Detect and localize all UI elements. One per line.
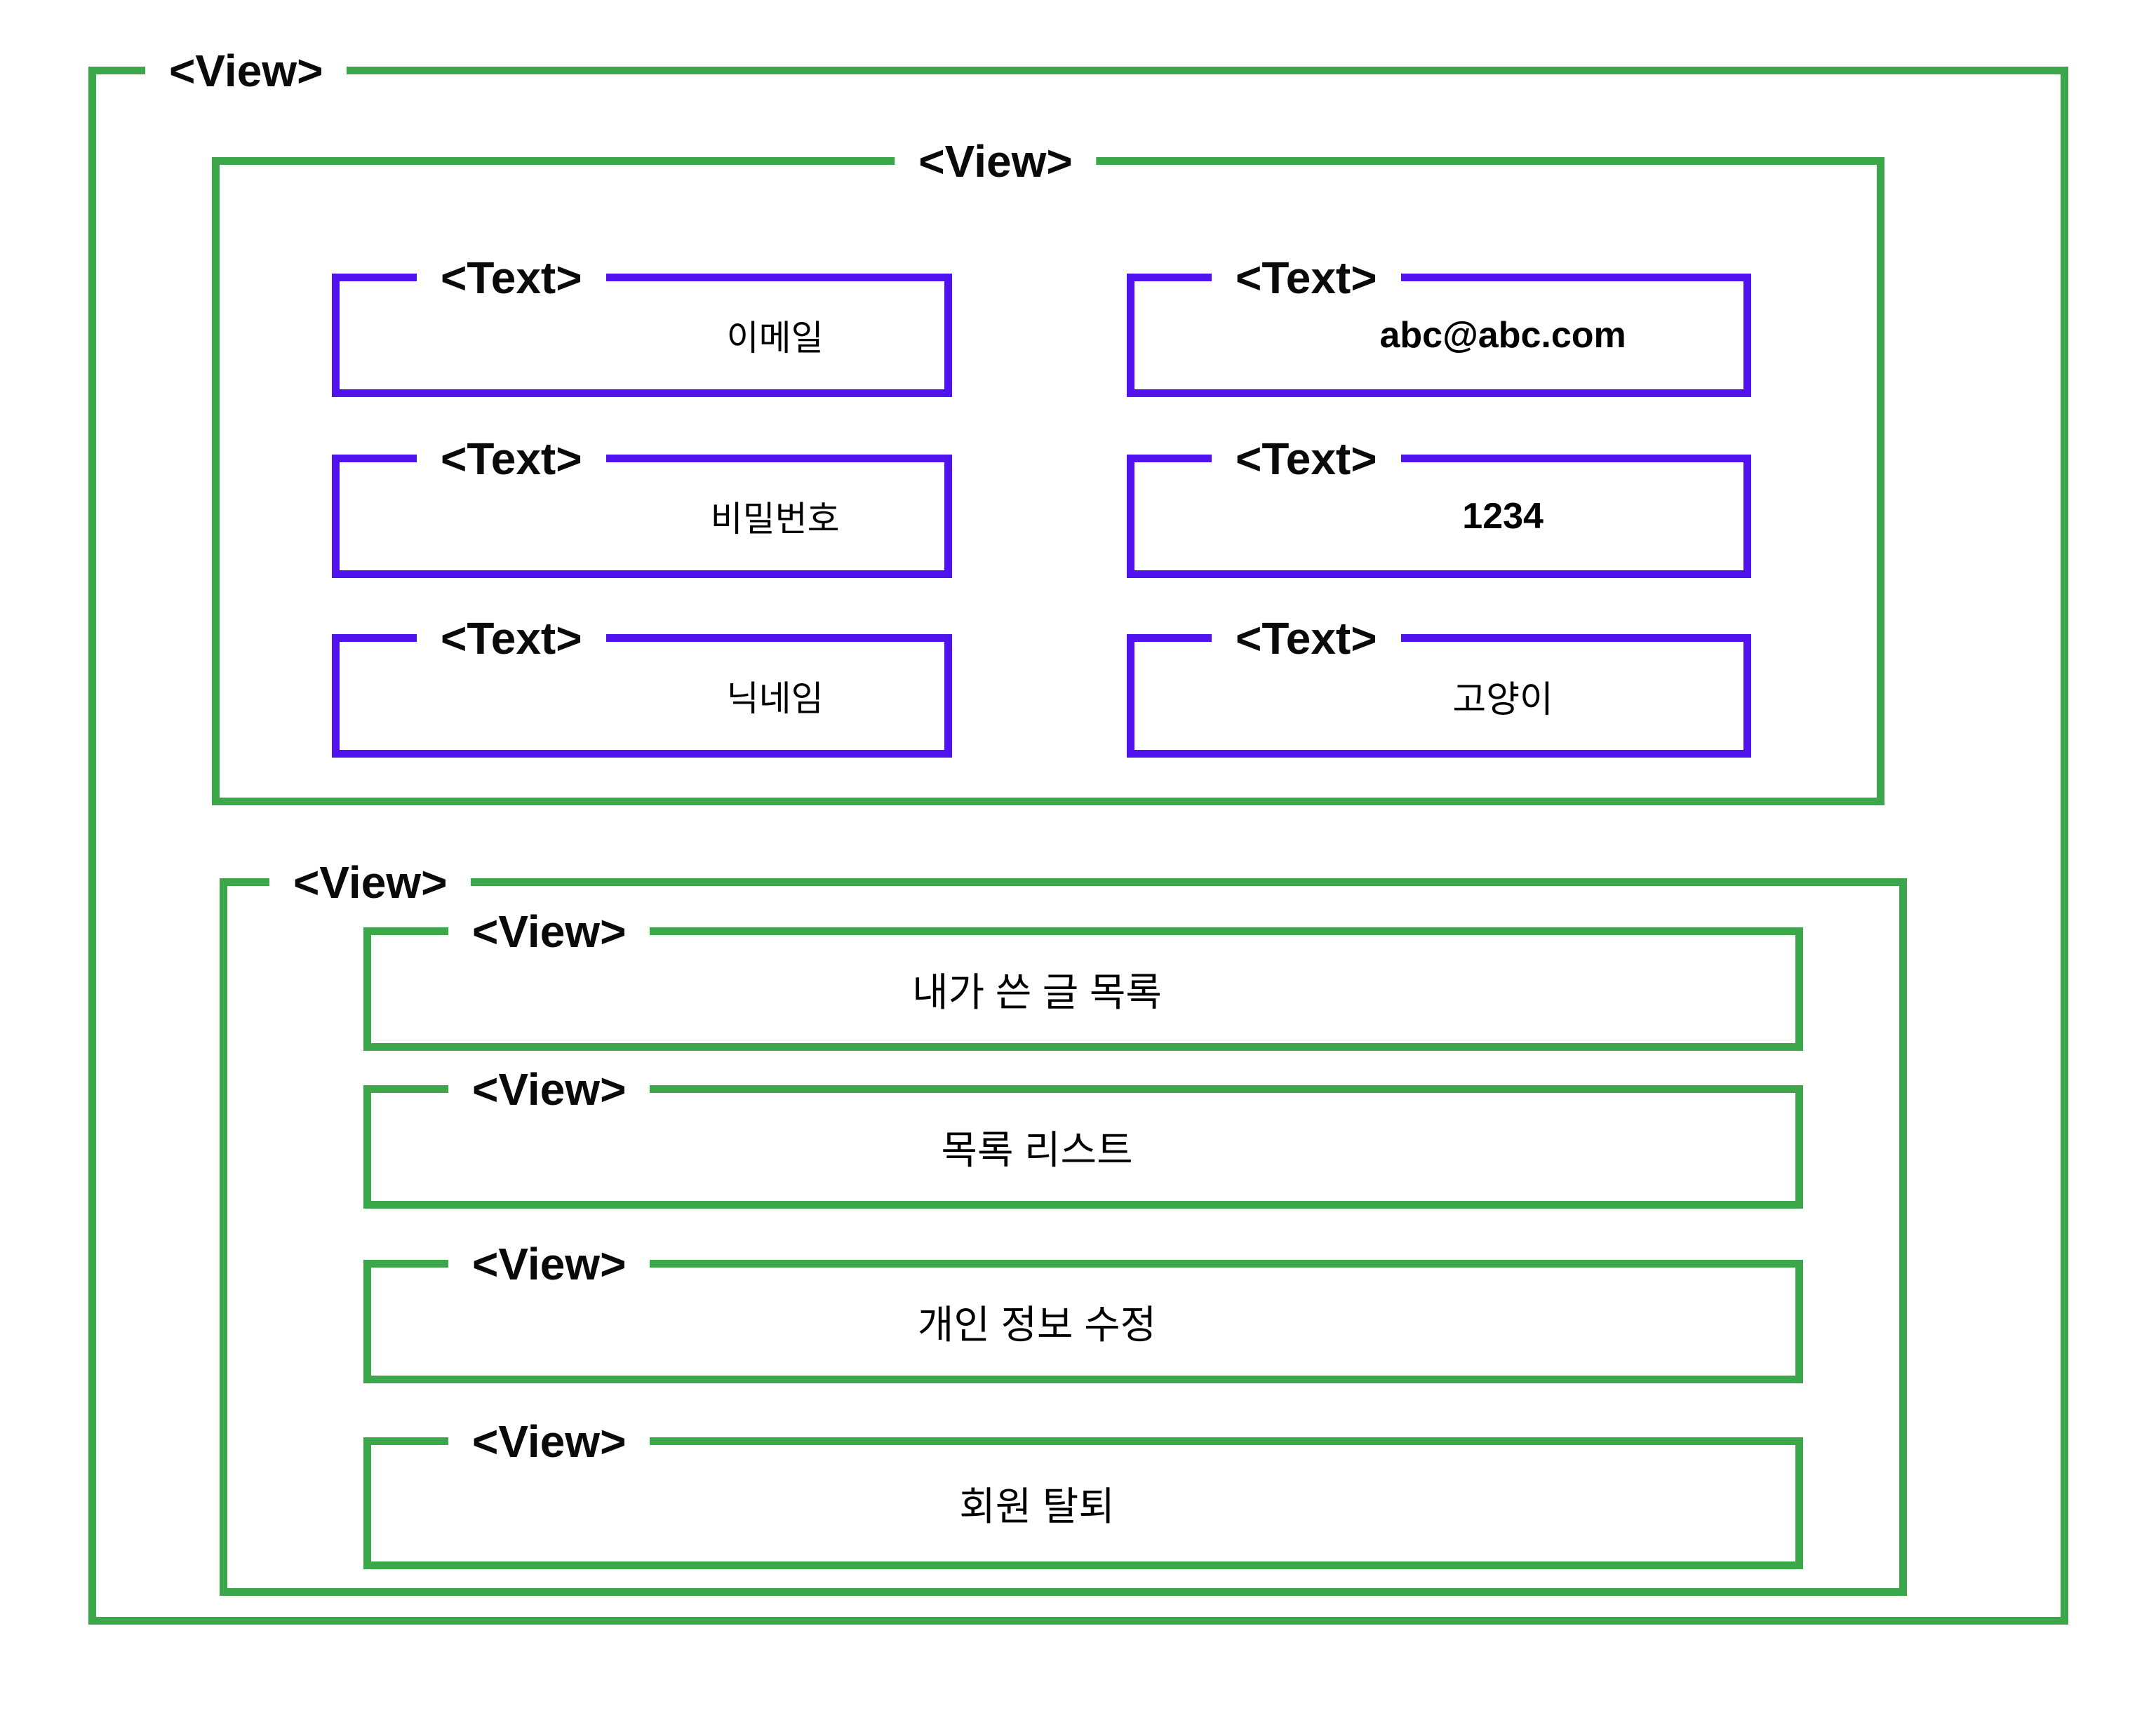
menu-item-list-label: 목록 리스트 <box>941 1127 1133 1172</box>
menu-view-box: <View> <View> 내가 쓴 글 목록 <View> 목록 리스트 <V… <box>220 854 1907 1596</box>
email-label-text-tag: <Text> <box>417 250 606 306</box>
menu-item-my-posts-label: 내가 쓴 글 목록 <box>912 969 1162 1014</box>
password-value-text-box: <Text> 1234 <box>1127 431 1751 578</box>
menu-item-delete-account-box: <View> 회원 탈퇴 <box>363 1413 1803 1569</box>
nickname-value: 고양이 <box>1452 679 1553 720</box>
email-value-text-tag: <Text> <box>1212 250 1401 306</box>
email-value-text-box: <Text> abc@abc.com <box>1127 250 1751 397</box>
menu-view-tag: <View> <box>269 854 471 911</box>
nickname-value-text-box: <Text> 고양이 <box>1127 610 1751 758</box>
nickname-label-text-box: <Text> 닉네임 <box>332 610 952 758</box>
password-label-text-box: <Text> 비밀번호 <box>332 431 952 578</box>
nickname-label-text-tag: <Text> <box>417 610 606 666</box>
nickname-label-value: 닉네임 <box>726 679 824 718</box>
password-label-text-tag: <Text> <box>417 431 606 487</box>
menu-item-delete-account-label: 회원 탈퇴 <box>959 1484 1115 1529</box>
menu-item-delete-account-tag: <View> <box>448 1413 650 1470</box>
menu-item-edit-profile-label: 개인 정보 수정 <box>917 1302 1157 1347</box>
password-label-value: 비밀번호 <box>710 499 840 539</box>
profile-view-tag: <View> <box>895 133 1097 189</box>
nickname-value-text-tag: <Text> <box>1212 610 1401 666</box>
menu-item-my-posts-tag: <View> <box>448 903 650 960</box>
password-value-text-tag: <Text> <box>1212 431 1401 487</box>
outer-view-box: <View> <View> <Text> 이메일 <Text> abc@abc.… <box>88 43 2068 1625</box>
email-label-text-box: <Text> 이메일 <box>332 250 952 397</box>
password-value: 1234 <box>1462 496 1544 537</box>
email-value: abc@abc.com <box>1379 315 1626 356</box>
email-label-value: 이메일 <box>726 318 824 358</box>
menu-item-list-box: <View> 목록 리스트 <box>363 1061 1803 1209</box>
menu-item-my-posts-box: <View> 내가 쓴 글 목록 <box>363 903 1803 1051</box>
profile-view-box: <View> <Text> 이메일 <Text> abc@abc.com <Te… <box>212 133 1884 805</box>
menu-item-list-tag: <View> <box>448 1061 650 1117</box>
menu-item-edit-profile-tag: <View> <box>448 1236 650 1292</box>
menu-item-edit-profile-box: <View> 개인 정보 수정 <box>363 1236 1803 1383</box>
outer-view-tag: <View> <box>145 43 347 99</box>
